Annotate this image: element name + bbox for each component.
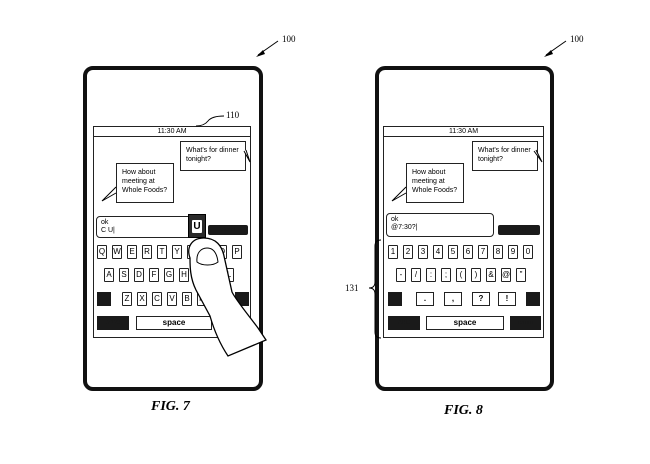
key[interactable]: Z xyxy=(122,292,132,306)
fig8-caption: FIG. 8 xyxy=(444,403,483,418)
space-key[interactable]: space xyxy=(426,316,504,330)
key[interactable]: D xyxy=(134,268,144,282)
key[interactable]: 6 xyxy=(463,245,473,259)
key[interactable]: H xyxy=(179,268,189,282)
key[interactable]: ( xyxy=(456,268,466,282)
key[interactable]: A xyxy=(104,268,114,282)
key[interactable]: ; xyxy=(441,268,451,282)
key[interactable]: : xyxy=(426,268,436,282)
key[interactable]: 7 xyxy=(478,245,488,259)
key[interactable]: 5 xyxy=(448,245,458,259)
send-button[interactable]: Send xyxy=(498,225,540,235)
fig7-device-ref: 100 xyxy=(282,34,296,44)
key[interactable]: ? xyxy=(472,292,490,306)
abc-key[interactable]: ABC xyxy=(388,316,420,330)
message-bubble-incoming: What's for dinner tonight? xyxy=(180,141,246,171)
keyboard-row-3: . , ? ! xyxy=(388,292,542,306)
fig7-device-arrowhead xyxy=(256,50,265,57)
key[interactable]: 3 xyxy=(418,245,428,259)
fig7-incoming-tail xyxy=(243,149,251,163)
fig8-device-arrowhead xyxy=(544,50,553,57)
key[interactable]: C xyxy=(152,292,162,306)
input-line-1: ok xyxy=(101,219,109,226)
key[interactable]: Y xyxy=(172,245,182,259)
key[interactable]: ! xyxy=(498,292,516,306)
key[interactable]: 4 xyxy=(433,245,443,259)
fig8-incoming-tail xyxy=(533,149,543,163)
numbers-key[interactable]: .?123 xyxy=(97,316,129,330)
key-popup-label: U xyxy=(192,220,202,233)
fig7-screen-ref: 110 xyxy=(226,110,240,120)
key[interactable]: " xyxy=(516,268,526,282)
key[interactable]: - xyxy=(396,268,406,282)
fig8-screen: 11:30 AM What's for dinner tonight? How … xyxy=(383,126,544,338)
message-bubble-outgoing: How about meeting at Whole Foods? xyxy=(116,163,174,203)
key[interactable]: V xyxy=(167,292,177,306)
key[interactable]: R xyxy=(142,245,152,259)
message-input[interactable]: ok @7:30?| xyxy=(386,213,494,237)
key[interactable]: & xyxy=(486,268,496,282)
key[interactable]: . xyxy=(416,292,434,306)
key[interactable]: B xyxy=(182,292,192,306)
finger-icon xyxy=(188,237,267,357)
key[interactable]: S xyxy=(119,268,129,282)
input-line-2: @7:30?| xyxy=(391,224,418,231)
keyboard-bracket xyxy=(368,239,382,339)
key[interactable]: F xyxy=(149,268,159,282)
status-bar-time: 11:30 AM xyxy=(384,127,543,137)
fig7-outgoing-tail xyxy=(101,186,117,202)
shift-key[interactable] xyxy=(97,292,111,306)
key[interactable]: G xyxy=(164,268,174,282)
key[interactable]: E xyxy=(127,245,137,259)
key[interactable]: 8 xyxy=(493,245,503,259)
key[interactable]: P xyxy=(232,245,242,259)
status-bar-time: 11:30 AM xyxy=(94,127,250,137)
key[interactable]: Q xyxy=(97,245,107,259)
fig7-caption: FIG. 7 xyxy=(151,399,190,414)
input-line-1: ok xyxy=(391,216,399,223)
keyboard-row-1: 1 2 3 4 5 6 7 8 9 0 xyxy=(388,245,542,259)
key[interactable]: ) xyxy=(471,268,481,282)
key[interactable]: , xyxy=(444,292,462,306)
key[interactable]: 2 xyxy=(403,245,413,259)
message-bubble-outgoing: How about meeting at Whole Foods? xyxy=(406,163,464,203)
key[interactable]: / xyxy=(411,268,421,282)
backspace-key[interactable] xyxy=(526,292,540,306)
message-bubble-incoming: What's for dinner tonight? xyxy=(472,141,538,171)
key[interactable]: 1 xyxy=(388,245,398,259)
key[interactable]: X xyxy=(137,292,147,306)
key-popup: U xyxy=(188,214,206,238)
key[interactable]: W xyxy=(112,245,122,259)
key[interactable]: T xyxy=(157,245,167,259)
send-button[interactable]: Send xyxy=(208,225,248,235)
fingernail-icon xyxy=(196,247,219,266)
fig8-device-ref: 100 xyxy=(570,34,584,44)
key[interactable]: 0 xyxy=(523,245,533,259)
fig7-screen-leader xyxy=(195,115,225,127)
return-key[interactable]: return xyxy=(510,316,541,330)
key[interactable]: 9 xyxy=(508,245,518,259)
message-input[interactable]: ok C U| xyxy=(96,216,204,238)
fig8-outgoing-tail xyxy=(391,186,407,202)
fig8-keyboard-ref: 131 xyxy=(345,283,359,293)
key[interactable]: @ xyxy=(501,268,511,282)
keyboard-row-2: - / : ; ( ) & @ " xyxy=(396,268,536,282)
shift-key[interactable] xyxy=(388,292,402,306)
input-line-2: C U| xyxy=(101,227,115,234)
